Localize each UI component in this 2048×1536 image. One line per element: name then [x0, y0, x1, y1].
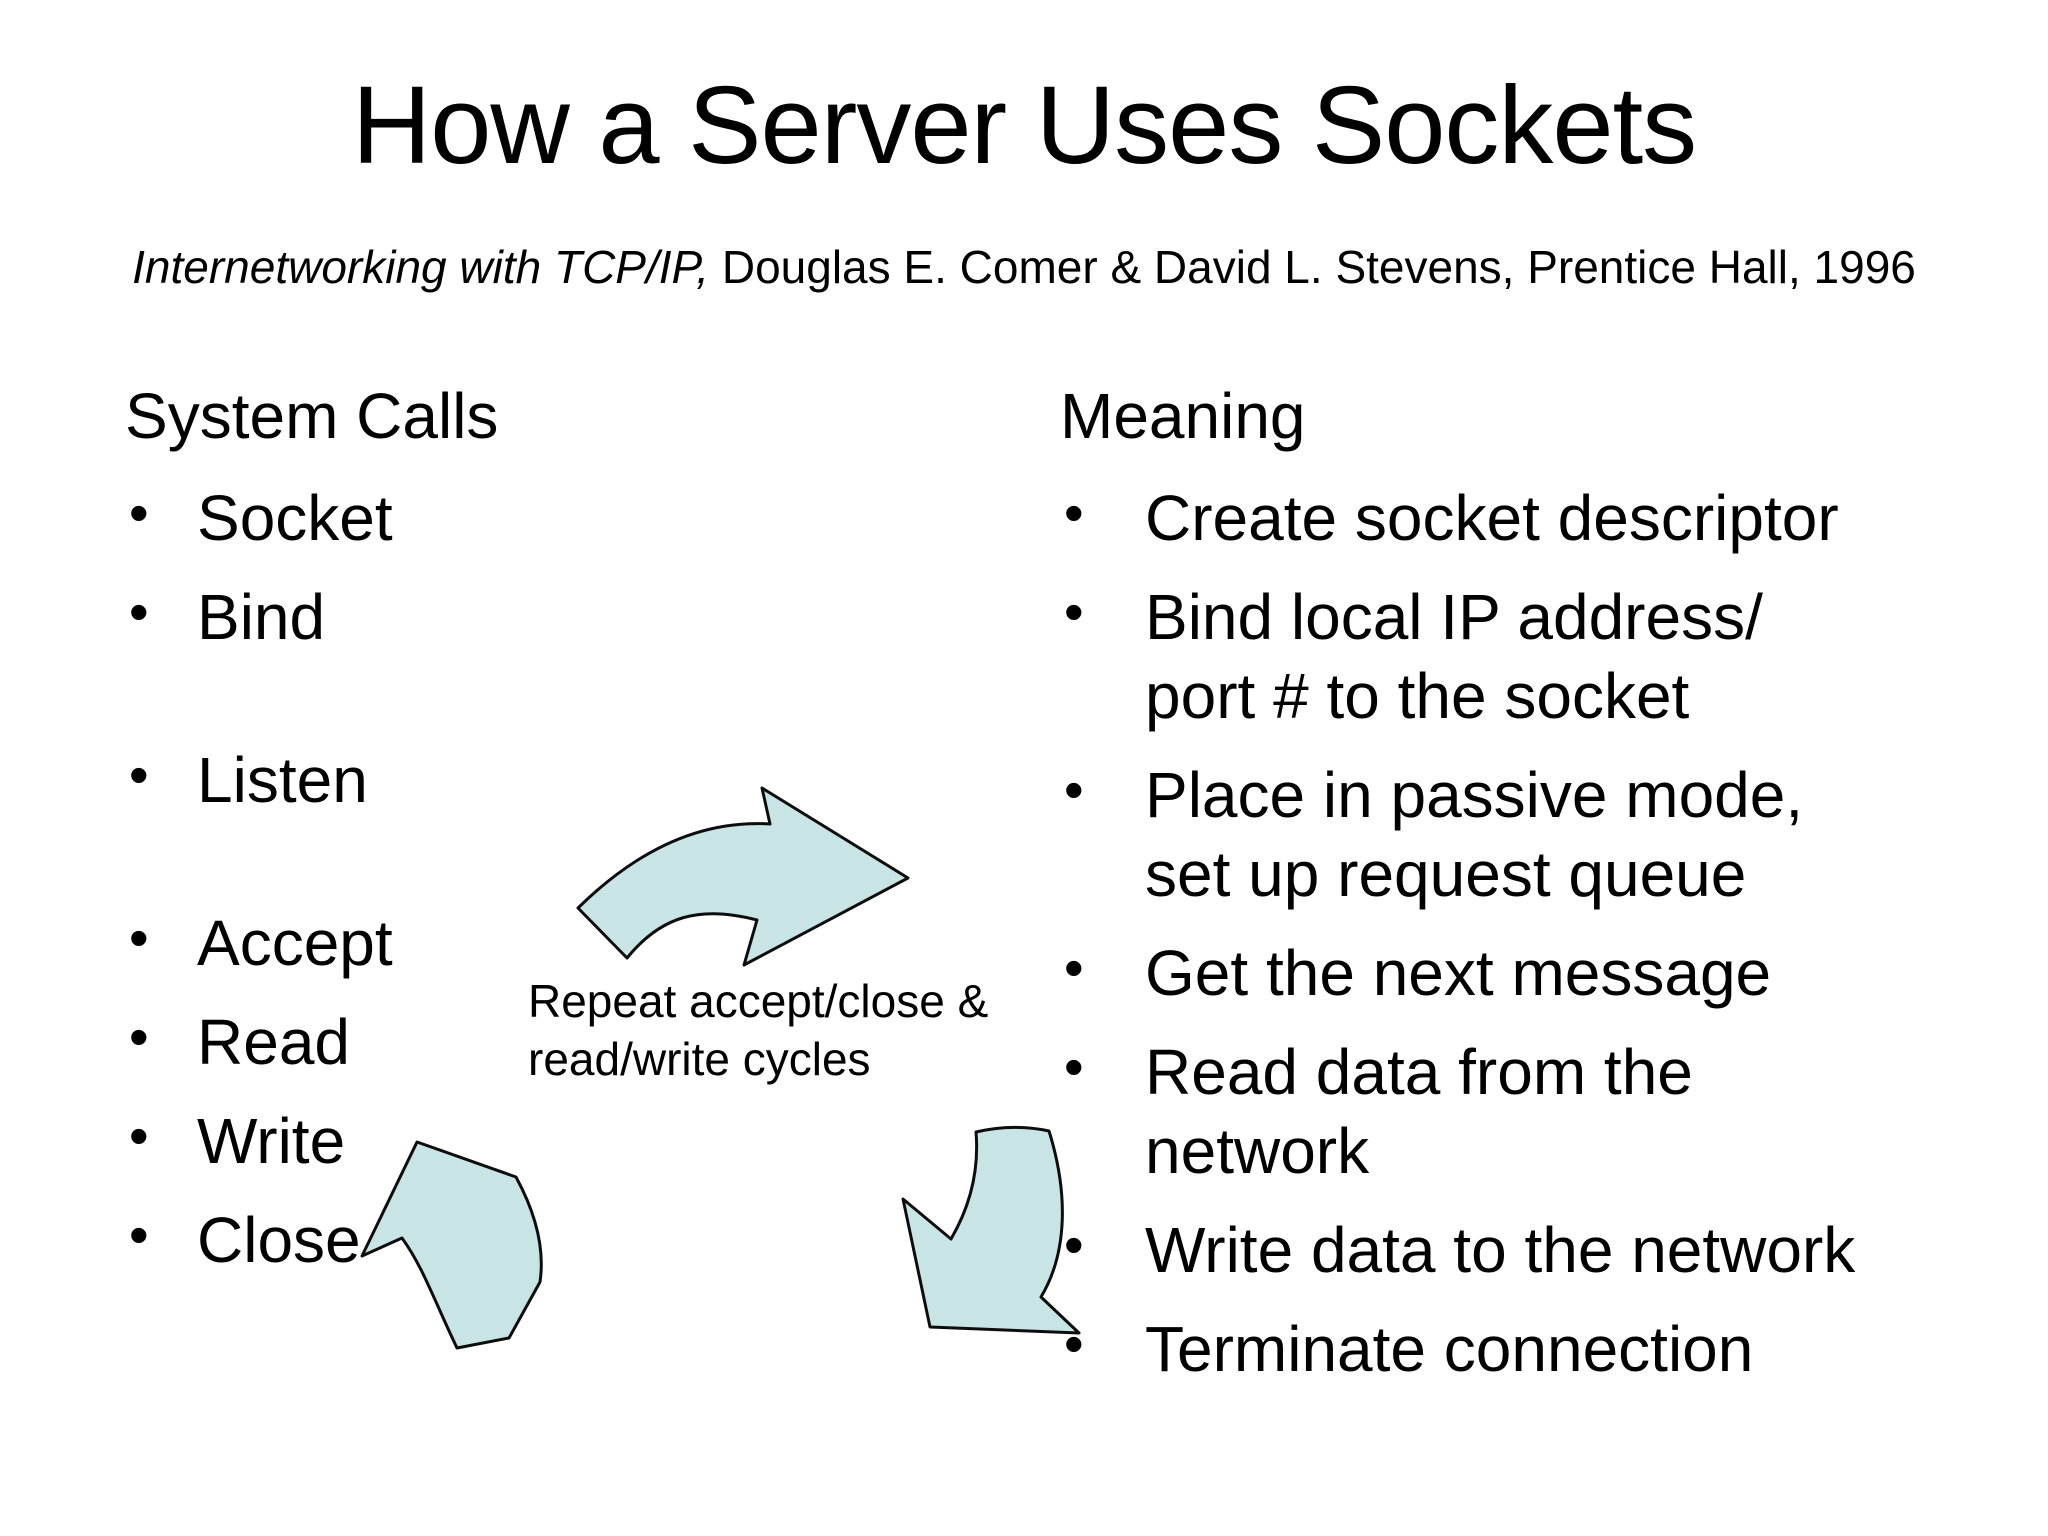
slide-subtitle: Internetworking with TCP/IP, Douglas E. … [0, 240, 2048, 295]
meaning-header: Meaning [1060, 380, 1306, 452]
meaning-item-passive-mode: Place in passive mode, set up request qu… [1060, 750, 2010, 914]
system-call-item-close: Close [125, 1195, 1045, 1280]
system-call-item-accept: Accept [125, 898, 1045, 983]
meaning-item-next-message: Get the next message [1060, 928, 2010, 1013]
meaning-item-read-data: Read data from the network [1060, 1027, 2010, 1191]
slide-title: How a Server Uses Sockets [351, 64, 1697, 187]
meaning-column: Meaning Create socket descriptor Bind lo… [1060, 378, 2010, 1409]
system-call-item-read: Read [125, 997, 1045, 1082]
system-calls-list: Socket Bind Listen Accept Read Write Clo… [125, 473, 1045, 1280]
book-title: Internetworking with TCP/IP, [132, 241, 710, 293]
system-call-item-listen: Listen [125, 735, 1045, 820]
meaning-item-write-data: Write data to the network [1060, 1205, 2010, 1290]
system-call-item-write: Write [125, 1096, 1045, 1181]
system-calls-header: System Calls [125, 380, 499, 452]
authors-text: Douglas E. Comer & David L. Stevens, Pre… [709, 241, 1916, 293]
system-call-item-socket: Socket [125, 473, 1045, 558]
meaning-list: Create socket descriptor Bind local IP a… [1060, 473, 2010, 1389]
cycle-label: Repeat accept/close & read/write cycles [528, 975, 989, 1085]
meaning-item-bind-address: Bind local IP address/ port # to the soc… [1060, 572, 2010, 736]
system-calls-column: System Calls Socket Bind Listen Accept R… [125, 378, 1045, 1300]
system-call-item-bind: Bind [125, 572, 1045, 657]
meaning-item-create-socket: Create socket descriptor [1060, 473, 2010, 558]
meaning-item-terminate: Terminate connection [1060, 1304, 2010, 1389]
